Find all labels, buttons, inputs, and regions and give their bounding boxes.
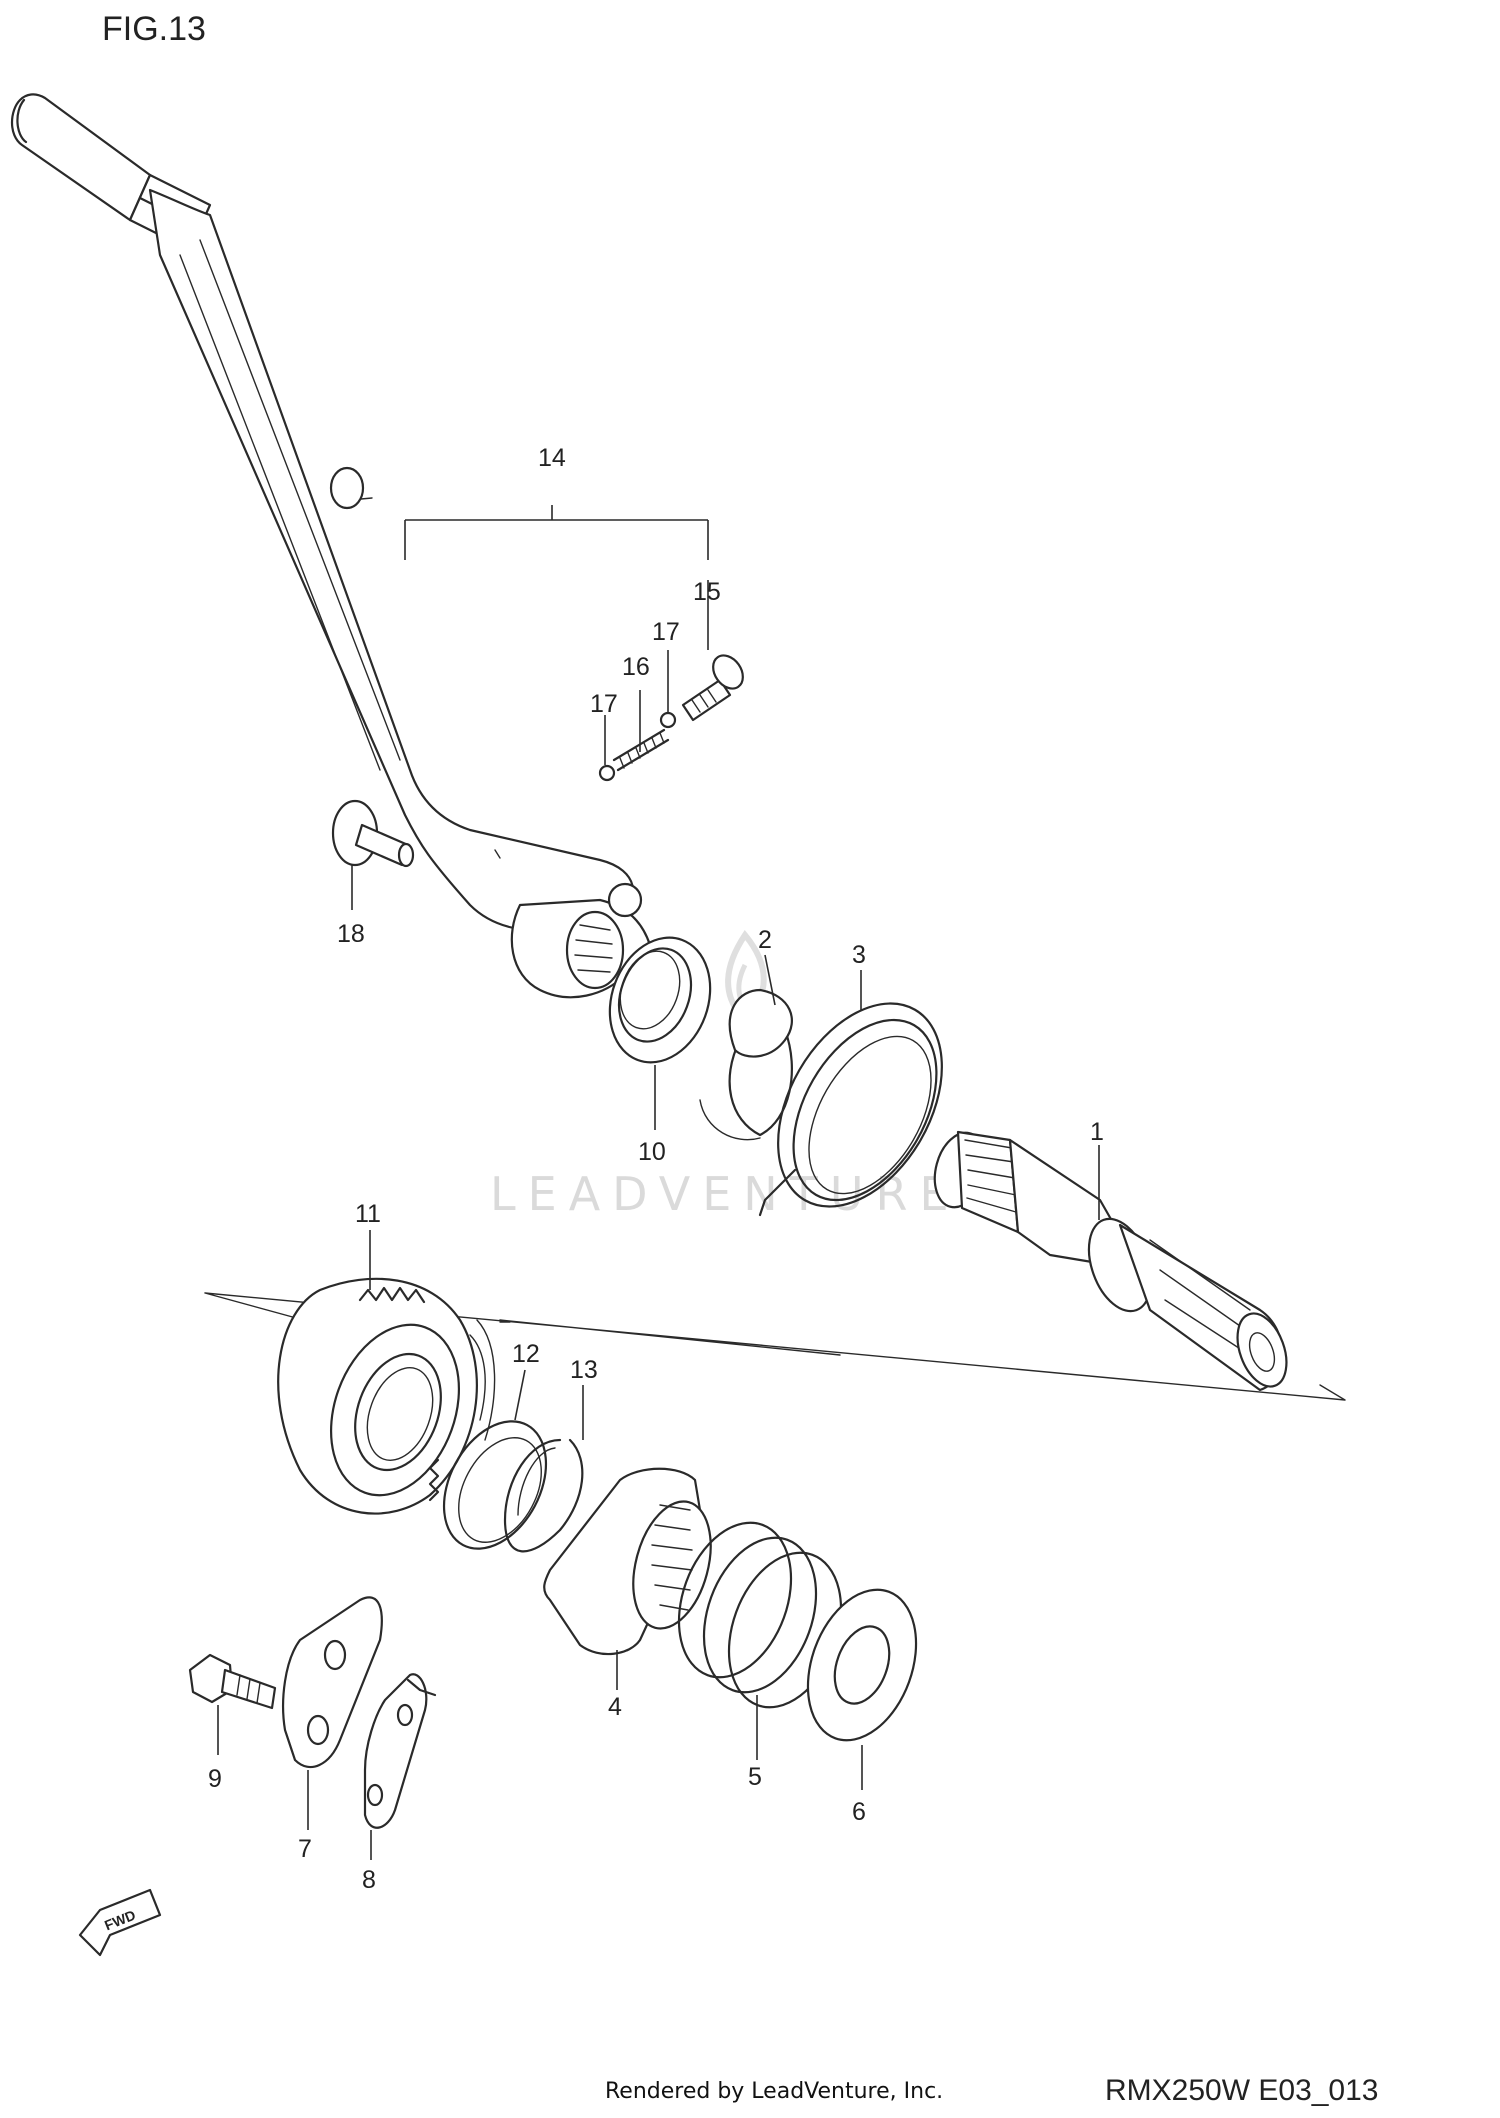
part-kick-starter-lever — [10, 93, 652, 999]
part-kick-shaft-1 — [933, 1130, 1288, 1392]
callout-5: 5 — [748, 1763, 762, 1791]
part-oil-seal-10 — [608, 936, 712, 1064]
callout-1: 1 — [1090, 1118, 1104, 1146]
callout-3: 3 — [852, 941, 866, 969]
part-guide-2 — [699, 988, 793, 1141]
part-circlip-12 — [442, 1420, 548, 1550]
watermark-text: LEADVENTURE — [490, 1167, 961, 1221]
footer-rendered-by: Rendered by LeadVenture, Inc. — [605, 2079, 943, 2104]
callout-16: 16 — [622, 653, 650, 681]
part-bolt-15 — [681, 654, 744, 722]
part-spring-3 — [758, 1002, 943, 1217]
callout-14: 14 — [538, 444, 566, 472]
callout-15: 15 — [693, 578, 721, 606]
part-bolt-18 — [331, 799, 415, 868]
part-washer-6 — [806, 1588, 918, 1742]
callout-13: 13 — [570, 1356, 598, 1384]
callout-18: 18 — [337, 920, 365, 948]
part-plate-7 — [282, 1596, 383, 1769]
part-circlip-13 — [503, 1438, 584, 1553]
fwd-arrow-icon: FWD — [78, 1888, 162, 1957]
part-ball-17b — [659, 711, 677, 729]
section-plane-line — [204, 1292, 1346, 1401]
callout-7: 7 — [298, 1835, 312, 1863]
part-spring-16 — [612, 728, 670, 772]
watermark: LEADVENTURE — [490, 929, 961, 1221]
callout-6: 6 — [852, 1798, 866, 1826]
callout-17b: 17 — [652, 618, 680, 646]
part-ratchet-4 — [543, 1467, 712, 1656]
part-kick-gear-11 — [277, 1277, 496, 1515]
part-ball-17a — [598, 764, 616, 782]
callout-2: 2 — [758, 926, 772, 954]
callout-17a: 17 — [590, 690, 618, 718]
leader-lines — [217, 580, 1100, 1860]
callout-11: 11 — [355, 1200, 381, 1228]
figure-title: FIG.13 — [102, 10, 206, 48]
part-bolt-9 — [188, 1653, 277, 1710]
callout-10: 10 — [638, 1138, 666, 1166]
part-plate-8 — [363, 1673, 437, 1829]
callout-8: 8 — [362, 1866, 376, 1894]
callout-9: 9 — [208, 1765, 222, 1793]
callout-4: 4 — [608, 1693, 622, 1721]
bracket-14 — [404, 505, 709, 560]
footer-diagram-code: RMX250W E03_013 — [1105, 2074, 1379, 2107]
callout-12: 12 — [512, 1340, 540, 1368]
callout-labels: 1 2 3 4 5 6 7 8 9 10 11 12 13 14 15 16 1… — [208, 444, 1104, 1894]
